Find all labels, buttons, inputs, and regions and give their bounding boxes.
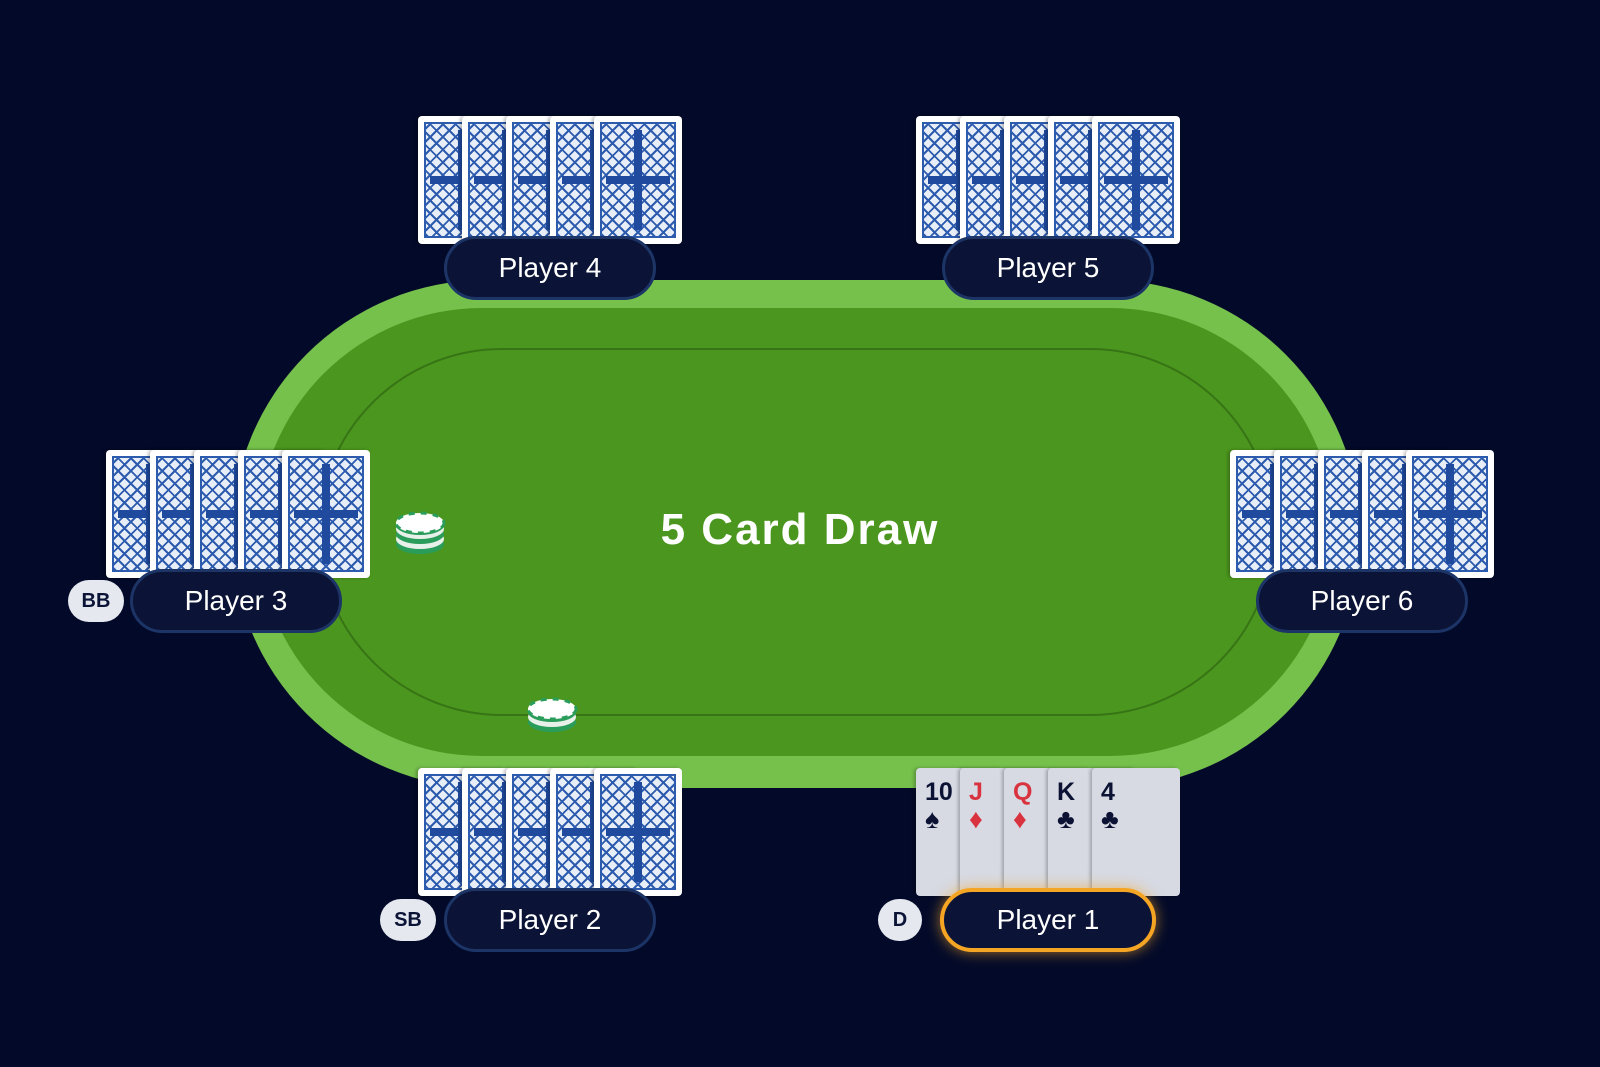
diamond-icon: ♦ [969,804,983,834]
card-rank: Q [1013,778,1033,806]
spade-icon: ♠ [925,804,940,834]
big-blind-badge: BB [68,580,124,622]
diamond-icon: ♦ [1013,804,1027,834]
chip-stack-icon [526,697,578,732]
player-3-hand [106,450,370,578]
player-6-label[interactable]: Player 6 [1256,569,1468,633]
player-5-hand [916,116,1180,244]
player-2-hand [418,768,682,896]
game-title: 5 Card Draw [660,505,940,554]
player-4-label[interactable]: Player 4 [444,236,656,300]
card-back [1092,116,1180,244]
card-back [594,768,682,896]
card-back [594,116,682,244]
card-rank: J [969,778,983,806]
card-back [1406,450,1494,578]
player-1-label-active[interactable]: Player 1 [940,888,1156,952]
card-back [282,450,370,578]
card-rank: 10 [925,778,953,806]
card-rank: 4 [1101,778,1115,806]
card-rank: K [1057,778,1076,806]
player-1-hand: 10 ♠ J ♦ Q ♦ K ♣ 4 ♣ [916,768,1180,896]
dealer-button-badge: D [878,899,922,941]
player-3-label[interactable]: Player 3 [130,569,342,633]
card-four-of-clubs[interactable]: 4 ♣ [1092,768,1180,896]
player-5-label[interactable]: Player 5 [942,236,1154,300]
club-icon: ♣ [1101,804,1119,834]
small-blind-badge: SB [380,899,436,941]
player-6-hand [1230,450,1494,578]
player-4-hand [418,116,682,244]
player-2-label[interactable]: Player 2 [444,888,656,952]
chip-stack-icon [394,511,446,554]
club-icon: ♣ [1057,804,1075,834]
